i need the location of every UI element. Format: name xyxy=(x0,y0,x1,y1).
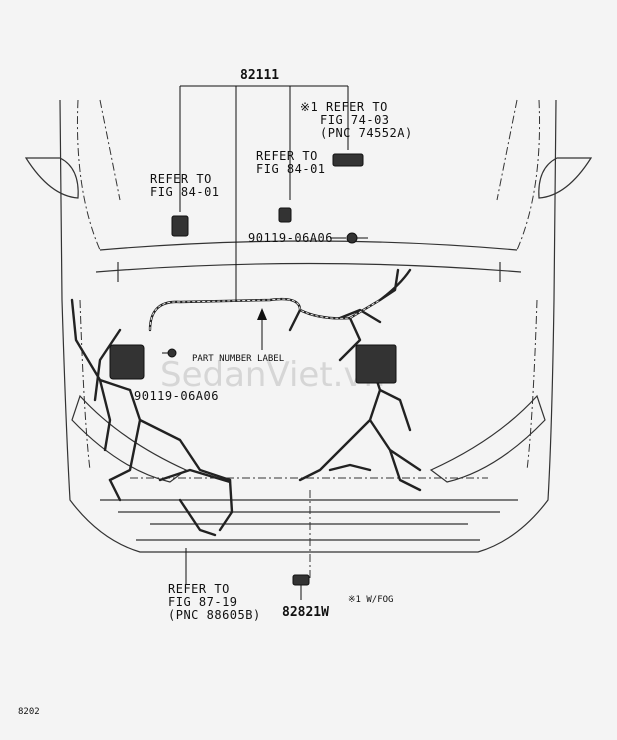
refer-87-line-1: REFER TO xyxy=(168,582,230,596)
watermark: SedanViet.vn xyxy=(160,355,385,395)
refer-74-line-3: (PNC 74552A) xyxy=(320,126,413,140)
refer-74-line-2: FIG 74-03 xyxy=(320,113,390,127)
clip-82821w-part xyxy=(292,574,310,586)
bolt-icon xyxy=(346,232,368,244)
vehicle-body-outline xyxy=(24,99,593,580)
main-part-number: 82111 xyxy=(240,68,279,83)
fog-note: ※1 W/FOG xyxy=(348,595,393,605)
middle-connector-part xyxy=(278,207,292,223)
left-connector-part xyxy=(171,215,189,237)
refer-74-line-1: ※1 REFER TO xyxy=(300,100,388,114)
relay-block-part xyxy=(109,344,145,380)
leader-lines xyxy=(179,85,349,600)
refer-87-line-2: FIG 87-19 xyxy=(168,595,238,609)
bolt-left-label: 90119-06A06 xyxy=(134,389,219,403)
refer-84-left-line-2: FIG 84-01 xyxy=(150,185,220,199)
fuse-block-part xyxy=(355,344,397,384)
refer-84-mid-line-2: FIG 84-01 xyxy=(256,162,326,176)
fog-lamp-relay-part xyxy=(332,153,364,167)
refer-84-mid-line-1: REFER TO xyxy=(256,149,318,163)
engine-wire-harness xyxy=(70,268,422,537)
clip-part-number: 82821W xyxy=(282,605,329,620)
page-code: 8202 xyxy=(18,707,40,717)
refer-84-left-line-1: REFER TO xyxy=(150,172,212,186)
bolt-right-label: 90119-06A06 xyxy=(248,231,333,245)
part-number-label-text: PART NUMBER LABEL xyxy=(192,354,284,364)
refer-87-line-3: (PNC 88605B) xyxy=(168,608,261,622)
bolt-left-icon xyxy=(162,348,177,358)
